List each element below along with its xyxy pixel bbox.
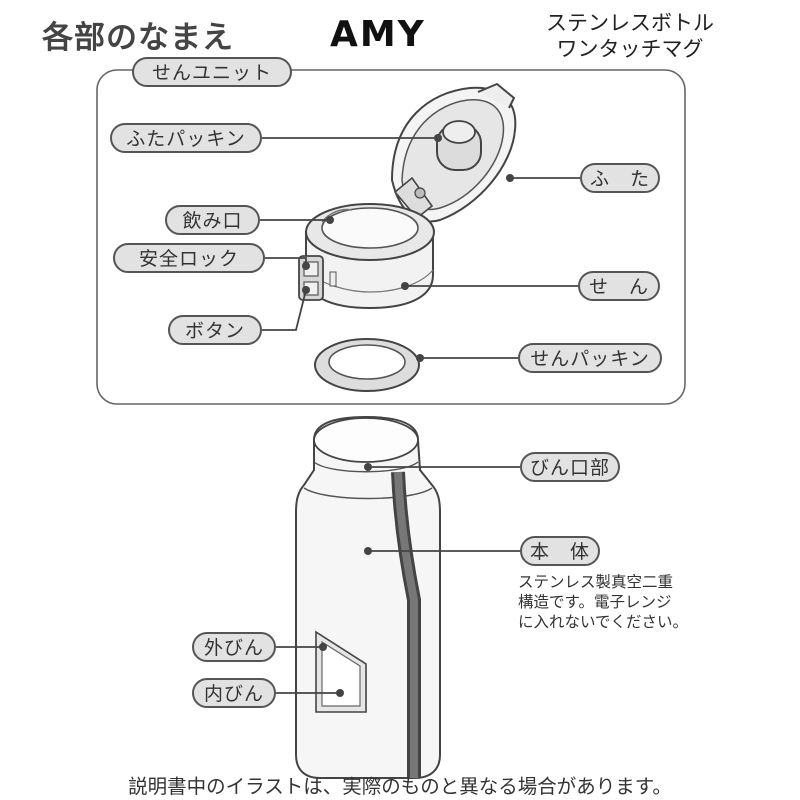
label-stopper-packing: せんパッキン bbox=[518, 343, 662, 373]
caution-note: ステンレス製真空二重 構造です。電子レンジ に入れないでください。 bbox=[518, 572, 688, 632]
product-name-line2: ワンタッチマグ bbox=[530, 36, 730, 62]
bottle-illustration bbox=[296, 417, 440, 778]
page-title: 各部のなまえ bbox=[42, 12, 234, 57]
caution-note-line2: 構造です。電子レンジ bbox=[518, 592, 688, 612]
label-outer-bottle: 外びん bbox=[192, 632, 276, 662]
label-cap-unit: せんユニット bbox=[132, 57, 292, 87]
product-name: ステンレスボトル ワンタッチマグ bbox=[530, 10, 730, 62]
caution-note-line3: に入れないでください。 bbox=[518, 612, 688, 632]
label-bottle-mouth: びん口部 bbox=[520, 452, 620, 482]
footer-disclaimer: 説明書中のイラストは、実際のものと異なる場合があります。 bbox=[0, 770, 800, 799]
brand-logo: AMY bbox=[330, 14, 426, 55]
label-spout: 飲み口 bbox=[165, 205, 260, 235]
label-lid-packing: ふたパッキン bbox=[110, 123, 262, 153]
label-stopper: せ ん bbox=[578, 271, 660, 301]
product-name-line1: ステンレスボトル bbox=[530, 10, 730, 36]
label-lid: ふ た bbox=[580, 163, 660, 193]
label-safety-lock: 安全ロック bbox=[113, 243, 265, 273]
stopper-packing-illustration bbox=[315, 339, 419, 391]
caution-note-line1: ステンレス製真空二重 bbox=[518, 572, 688, 592]
label-body: 本 体 bbox=[520, 536, 600, 566]
label-button: ボタン bbox=[168, 315, 262, 345]
lid-illustration bbox=[392, 84, 515, 222]
label-inner-bottle: 内びん bbox=[192, 678, 276, 708]
